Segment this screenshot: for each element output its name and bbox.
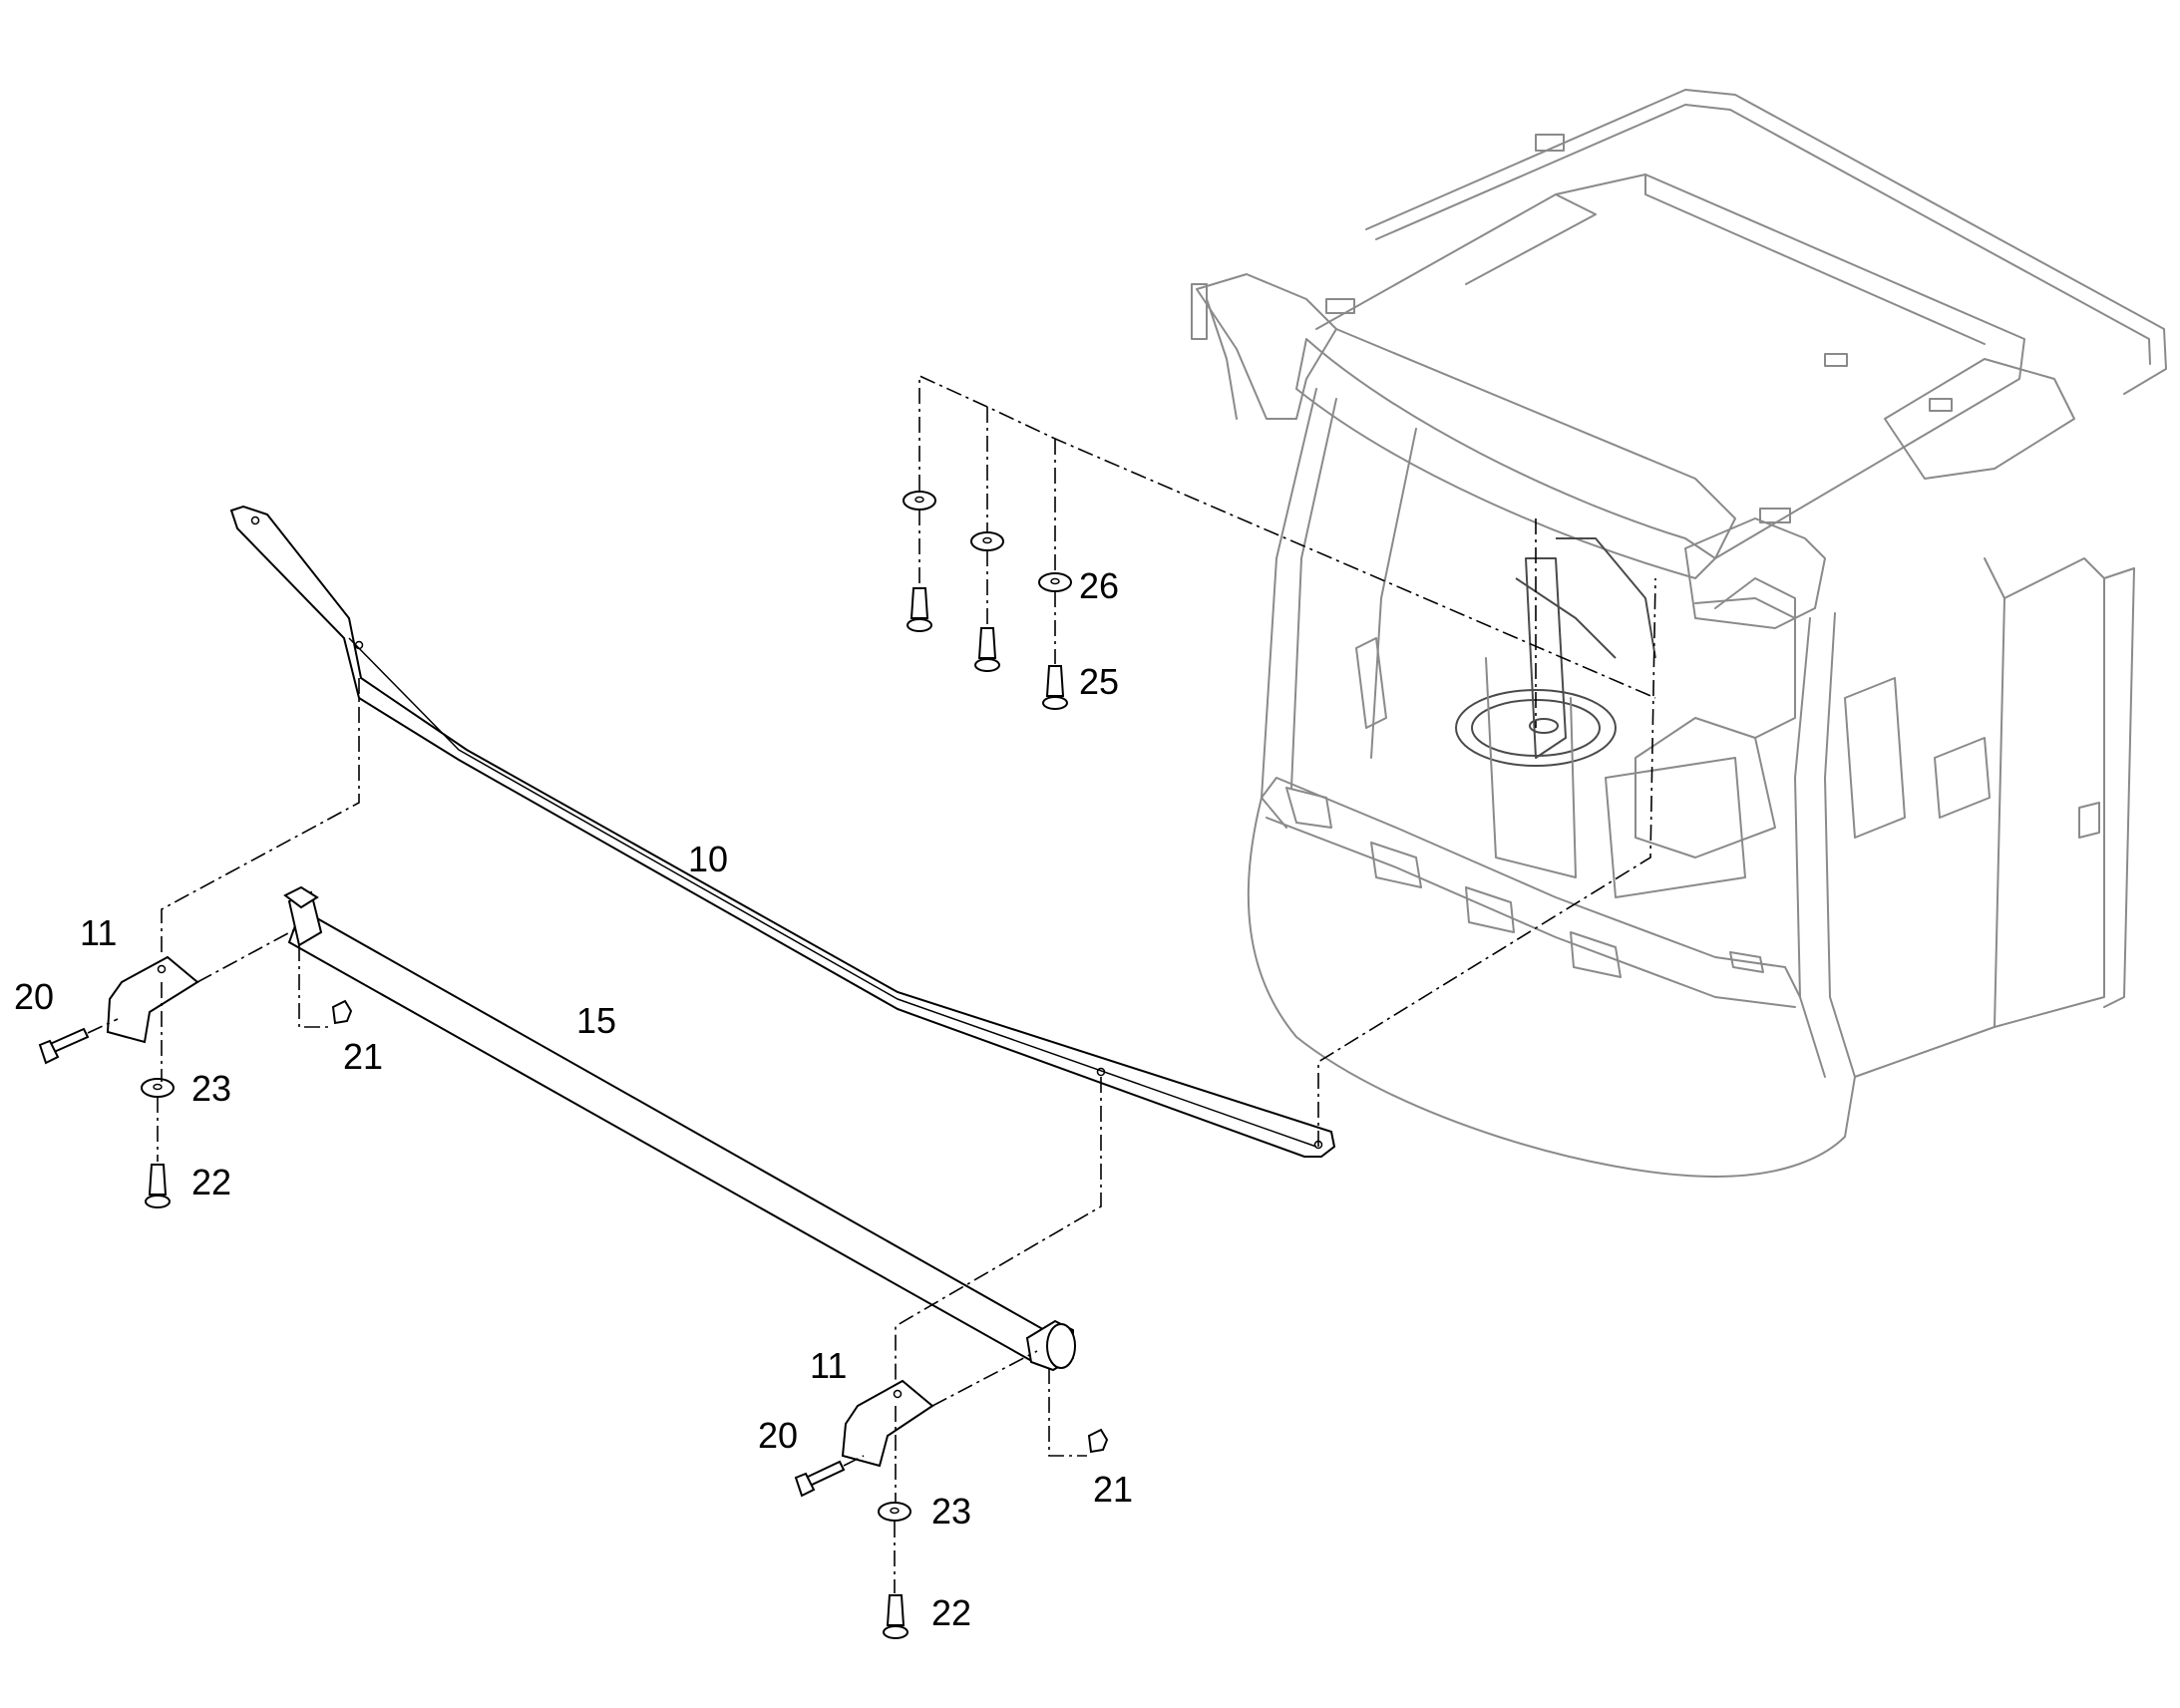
callout-22-right: 22 — [931, 1592, 971, 1633]
nut-21-right — [1087, 1428, 1109, 1454]
screw-22-left — [145, 1164, 171, 1208]
screw-22-right — [883, 1594, 908, 1639]
callout-22-left: 22 — [191, 1162, 231, 1202]
nut-21-left — [331, 999, 353, 1025]
callout-11-left: 11 — [80, 912, 117, 953]
callout-21-left: 21 — [343, 1036, 383, 1077]
callout-15: 15 — [576, 1000, 616, 1041]
bracket-11-right — [841, 1379, 934, 1468]
washer-23-left — [141, 1078, 175, 1098]
callout-10: 10 — [688, 839, 728, 879]
bolt-20-right — [794, 1460, 846, 1498]
callout-21-right: 21 — [1093, 1469, 1133, 1510]
callout-23-left: 23 — [191, 1068, 231, 1109]
part-15-tube — [283, 885, 1076, 1372]
part-10-strap — [229, 505, 1336, 1158]
bolt-20-left — [38, 1027, 90, 1065]
callout-20-left: 20 — [14, 976, 54, 1017]
washer-23-right — [878, 1502, 911, 1522]
cab-illustration — [1191, 89, 2167, 1178]
callout-26: 26 — [1079, 565, 1119, 606]
callouts: 10 15 11 20 21 23 22 11 20 21 23 22 26 2… — [14, 565, 1133, 1633]
callout-20-right: 20 — [758, 1415, 798, 1456]
bracket-11-left — [106, 955, 199, 1044]
callout-25: 25 — [1079, 661, 1119, 702]
callout-23-right: 23 — [931, 1491, 971, 1532]
screw-25-group — [907, 587, 1068, 710]
assembly-lines — [87, 374, 1656, 1593]
callout-11-right: 11 — [810, 1345, 847, 1386]
